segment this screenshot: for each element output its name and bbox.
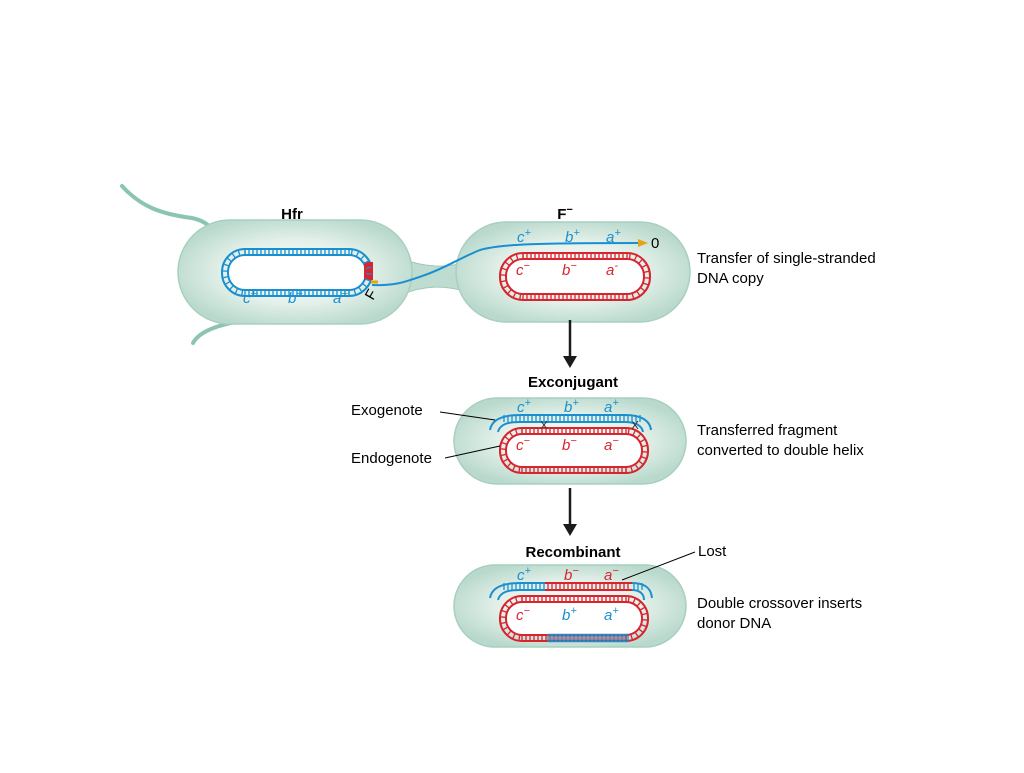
dna-rung: [519, 635, 520, 641]
recombinant-title: Recombinant: [525, 544, 620, 561]
svg-text:Transfer of single-stranded: Transfer of single-stranded: [697, 250, 876, 267]
svg-text:converted to double helix: converted to double helix: [697, 442, 864, 459]
exogenote-label: Exogenote: [351, 402, 423, 419]
dna-rung: [351, 249, 352, 255]
step2-description: Transferred fragment converted to double…: [697, 422, 864, 459]
hfr-title: Hfr: [281, 206, 303, 223]
step-arrow-1: [563, 320, 577, 368]
lost-label: Lost: [698, 543, 727, 560]
dna-rung: [628, 596, 629, 602]
step3-description: Double crossover inserts donor DNA: [697, 595, 862, 632]
dna-rung: [242, 290, 243, 296]
dna-rung: [628, 428, 629, 434]
f-minus-title: F−: [557, 204, 573, 223]
dna-rung: [520, 294, 521, 300]
svg-text:Double crossover inserts: Double crossover inserts: [697, 595, 862, 612]
svg-text:donor DNA: donor DNA: [697, 615, 771, 632]
dna-rung: [519, 467, 520, 473]
f-factor-segment: [364, 262, 373, 280]
step-arrow-2: [563, 488, 577, 536]
dna-rung: [629, 253, 630, 259]
origin-label: 0: [651, 235, 659, 252]
endogenote-label: Endogenote: [351, 450, 432, 467]
step1-description: Transfer of single-stranded DNA copy: [697, 250, 876, 287]
svg-text:DNA copy: DNA copy: [697, 270, 764, 287]
exconjugant-title: Exconjugant: [528, 374, 618, 391]
svg-text:Transferred fragment: Transferred fragment: [697, 422, 838, 439]
